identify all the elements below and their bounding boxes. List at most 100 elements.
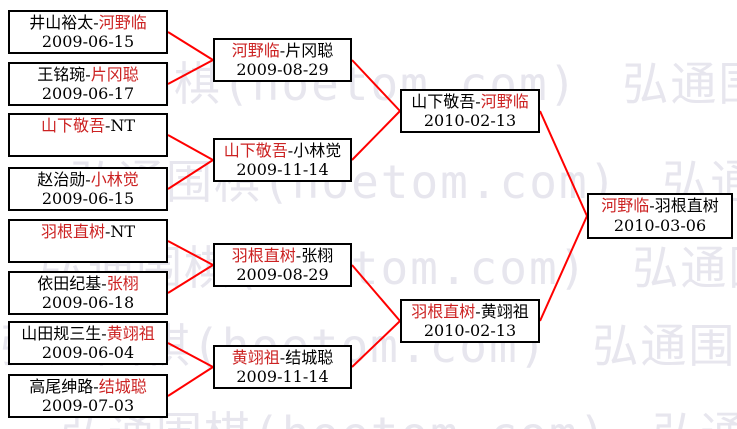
player-name: 赵治勋 bbox=[37, 170, 86, 189]
watermark-text: 弘通围棋(hoetom.com) bbox=[592, 319, 737, 373]
player-name: 河野临 bbox=[480, 92, 529, 111]
connector-line bbox=[351, 320, 401, 368]
player-name: 结城聪 bbox=[98, 377, 147, 396]
match-date: 2009-06-15 bbox=[41, 32, 135, 51]
player-name: 羽根直树 bbox=[231, 246, 296, 265]
name-separator: - bbox=[101, 324, 107, 343]
player-name: 小林觉 bbox=[293, 141, 342, 160]
match-box-sf-1: 山下敬吾-河野临 2010-02-13 bbox=[400, 89, 540, 133]
name-separator: - bbox=[279, 348, 286, 367]
player-name: 片冈聪 bbox=[90, 65, 139, 84]
name-separator: - bbox=[104, 222, 111, 241]
name-separator: - bbox=[104, 116, 111, 135]
match-players: 依田纪基-张栩 bbox=[10, 274, 166, 293]
watermark-text: 弘通围棋(hoetom.com) bbox=[622, 57, 737, 111]
player-name: 王铭琬 bbox=[37, 65, 86, 84]
match-box-r2-3: 羽根直树-张栩 2009-08-29 bbox=[213, 243, 352, 287]
player-name: 河野临 bbox=[601, 196, 650, 215]
player-name: 高尾绅路 bbox=[29, 377, 94, 396]
player-name: 张栩 bbox=[301, 246, 334, 265]
player-name: 羽根直树 bbox=[40, 222, 105, 241]
match-box-r1-3: 山下敬吾-NT bbox=[8, 113, 168, 157]
name-separator: - bbox=[279, 41, 286, 60]
player-name: 片冈聪 bbox=[285, 41, 334, 60]
match-box-r2-1: 河野临-片冈聪 2009-08-29 bbox=[213, 38, 352, 82]
player-name: 山下敬吾 bbox=[40, 116, 105, 135]
match-date: 2010-02-13 bbox=[423, 111, 517, 130]
connector-line bbox=[539, 110, 588, 217]
match-players: 黄翊祖-结城聪 bbox=[215, 348, 350, 367]
match-date: 2010-03-06 bbox=[613, 216, 707, 235]
match-date: 2009-08-29 bbox=[236, 60, 329, 79]
player-name: 山下敬吾 bbox=[223, 141, 288, 160]
match-players: 羽根直树-黄翊祖 bbox=[402, 302, 538, 321]
player-name: 羽根直树 bbox=[654, 196, 719, 215]
connector-line bbox=[167, 134, 214, 161]
name-separator: - bbox=[85, 170, 91, 189]
player-name: 结城聪 bbox=[285, 348, 334, 367]
name-separator: - bbox=[475, 92, 481, 111]
name-separator: - bbox=[93, 377, 99, 396]
player-name: 黄翊祖 bbox=[480, 302, 529, 321]
connector-line bbox=[167, 159, 214, 190]
match-date: 2009-06-15 bbox=[41, 189, 135, 208]
connector-line bbox=[167, 366, 214, 397]
player-name: 山田规三生 bbox=[21, 324, 102, 343]
name-separator: - bbox=[295, 246, 302, 265]
match-date: 2009-11-14 bbox=[236, 160, 329, 179]
match-date: 2009-06-18 bbox=[41, 293, 135, 312]
match-date: 2009-11-14 bbox=[236, 367, 329, 386]
match-box-r1-6: 依田纪基-张栩 2009-06-18 bbox=[8, 271, 168, 315]
connector-line bbox=[539, 215, 588, 322]
player-name: 小林觉 bbox=[90, 170, 139, 189]
player-name: NT bbox=[110, 116, 136, 135]
player-name: 黄翊祖 bbox=[231, 348, 280, 367]
name-separator: - bbox=[475, 302, 481, 321]
watermark-text: 弘通围棋(hoetom.com) bbox=[652, 407, 737, 429]
match-date: 2009-06-04 bbox=[41, 343, 135, 362]
match-box-r1-5: 羽根直树-NT bbox=[8, 219, 168, 263]
match-date: 2009-06-17 bbox=[41, 84, 135, 103]
name-separator: - bbox=[287, 141, 294, 160]
match-box-r2-2: 山下敬吾-小林觉 2009-11-14 bbox=[213, 138, 352, 182]
match-date: 2010-02-13 bbox=[423, 321, 517, 340]
player-name: NT bbox=[110, 222, 136, 241]
match-players: 山下敬吾-河野临 bbox=[402, 92, 538, 111]
match-players: 羽根直树-NT bbox=[10, 222, 166, 241]
match-players: 高尾绅路-结城聪 bbox=[10, 377, 166, 396]
match-box-r1-4: 赵治勋-小林觉 2009-06-15 bbox=[8, 167, 168, 211]
match-date: 2009-07-03 bbox=[41, 396, 135, 415]
player-name: 羽根直树 bbox=[411, 302, 476, 321]
player-name: 黄翊祖 bbox=[106, 324, 155, 343]
match-players: 井山裕太-河野临 bbox=[10, 13, 166, 32]
name-separator: - bbox=[649, 196, 655, 215]
connector-line bbox=[351, 110, 401, 161]
match-players: 河野临-片冈聪 bbox=[215, 41, 350, 60]
connector-line bbox=[167, 342, 214, 368]
player-name: 河野临 bbox=[98, 13, 147, 32]
watermark-text: 弘通围棋(hoetom.com) bbox=[632, 241, 737, 295]
connector-line bbox=[167, 240, 214, 266]
match-players: 山田规三生-黄翊祖 bbox=[10, 324, 166, 343]
match-players: 王铭琬-片冈聪 bbox=[10, 65, 166, 84]
player-name: 依田纪基 bbox=[37, 274, 102, 293]
match-box-sf-2: 羽根直树-黄翊祖 2010-02-13 bbox=[400, 299, 540, 343]
name-separator: - bbox=[93, 13, 99, 32]
match-players: 羽根直树-张栩 bbox=[215, 246, 350, 265]
connector-line bbox=[167, 264, 214, 294]
match-players: 山下敬吾-NT bbox=[10, 116, 166, 135]
player-name: 河野临 bbox=[231, 41, 280, 60]
connector-line bbox=[167, 59, 214, 85]
player-name: 井山裕太 bbox=[29, 13, 94, 32]
match-box-r1-8: 高尾绅路-结城聪 2009-07-03 bbox=[8, 374, 168, 418]
match-box-r1-1: 井山裕太-河野临 2009-06-15 bbox=[8, 10, 168, 54]
connector-line bbox=[351, 264, 401, 322]
match-players: 山下敬吾-小林觉 bbox=[215, 141, 350, 160]
name-separator: - bbox=[101, 274, 107, 293]
match-box-r1-7: 山田规三生-黄翊祖 2009-06-04 bbox=[8, 321, 168, 365]
connector-line bbox=[167, 31, 214, 61]
match-date: 2009-08-29 bbox=[236, 265, 329, 284]
name-separator: - bbox=[85, 65, 91, 84]
match-box-r2-4: 黄翊祖-结城聪 2009-11-14 bbox=[213, 345, 352, 389]
